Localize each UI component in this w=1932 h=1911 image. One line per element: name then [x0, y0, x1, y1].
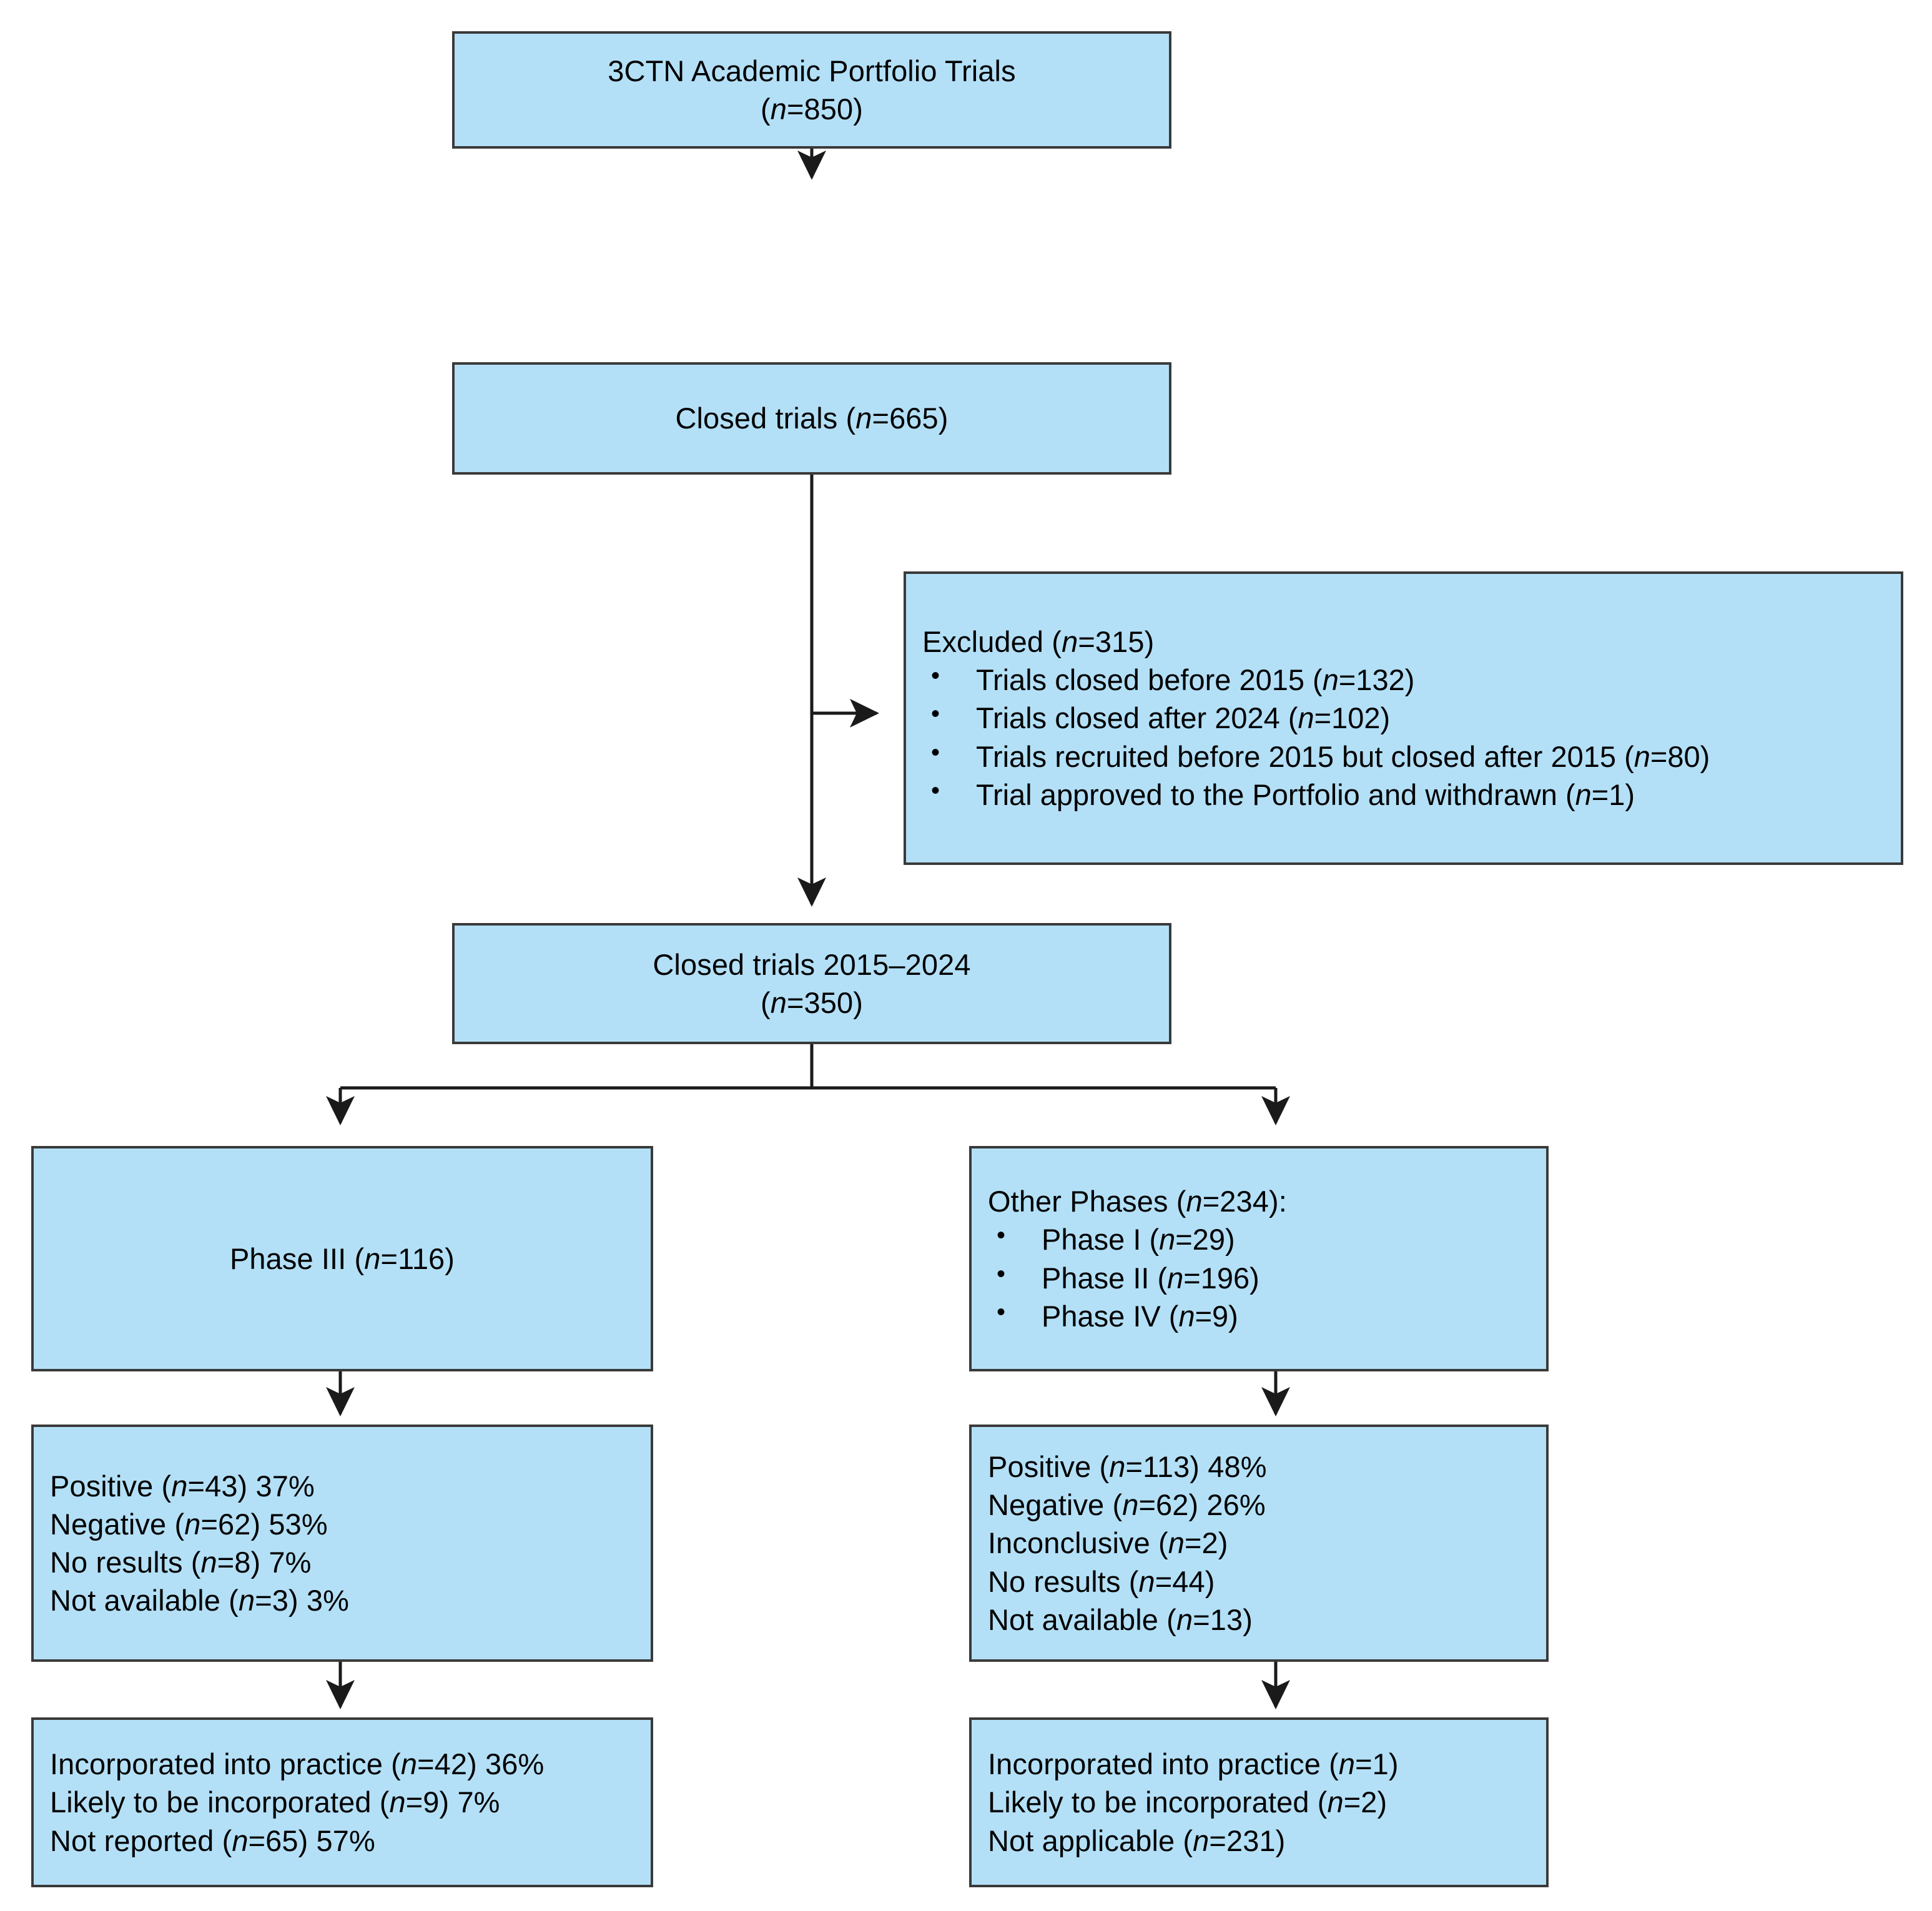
italic-n: n	[1138, 1564, 1155, 1598]
closed-trials-label: Closed trials (n=665)	[675, 402, 949, 435]
node-closed-trials[interactable]: Closed trials (n=665)	[452, 362, 1171, 475]
result-line: Not available (n=13)	[988, 1602, 1253, 1636]
uptake-line: Likely to be incorporated (n=2)	[988, 1785, 1387, 1819]
uptake-line: Not reported (n=65) 57%	[50, 1824, 375, 1857]
italic-n: n	[1322, 663, 1339, 697]
italic-n: n	[1109, 1450, 1126, 1484]
italic-n: n	[1327, 1785, 1344, 1819]
italic-n: n	[400, 1747, 418, 1781]
italic-n: n	[1159, 1223, 1176, 1257]
italic-n: n	[1178, 1299, 1195, 1333]
italic-n: n	[1176, 1602, 1193, 1636]
other-phases-bullet-list: Phase I (n=29) Phase II (n=196) Phase IV…	[972, 1219, 1259, 1335]
other-phases-heading: Other Phases (n=234):	[988, 1185, 1287, 1218]
italic-n: n	[855, 402, 872, 435]
list-item: Trials recruited before 2015 but closed …	[922, 736, 1710, 776]
list-item: Trials closed after 2024 (n=102)	[922, 698, 1710, 737]
list-item: Trials closed before 2015 (n=132)	[922, 659, 1710, 699]
phase-iii-label: Phase III (n=116)	[229, 1242, 455, 1275]
node-other-phases-uptake[interactable]: Incorporated into practice (n=1) Likely …	[969, 1717, 1549, 1887]
node-closed-trials-2015-2024[interactable]: Closed trials 2015–2024 (n=350)	[452, 923, 1171, 1044]
uptake-line: Incorporated into practice (n=42) 36%	[50, 1747, 545, 1781]
excluded-bullet-list: Trials closed before 2015 (n=132) Trials…	[906, 659, 1710, 814]
closed-window-line2: (n=350)	[760, 986, 864, 1019]
result-line: Positive (n=113) 48%	[988, 1450, 1267, 1484]
list-item: Phase II (n=196)	[988, 1257, 1259, 1297]
list-item: Phase I (n=29)	[988, 1219, 1259, 1258]
portfolio-trials-line1: 3CTN Academic Portfolio Trials	[608, 54, 1016, 87]
italic-n: n	[1167, 1261, 1184, 1295]
italic-n: n	[1168, 1526, 1185, 1560]
node-phase-iii-results[interactable]: Positive (n=43) 37% Negative (n=62) 53% …	[31, 1425, 653, 1662]
result-line: Inconclusive (n=2)	[988, 1526, 1228, 1560]
italic-n: n	[1634, 739, 1650, 773]
italic-n: n	[232, 1824, 249, 1857]
closed-window-line1: Closed trials 2015–2024	[653, 947, 971, 981]
excluded-heading: Excluded (n=315)	[922, 625, 1155, 659]
portfolio-trials-line2: (n=850)	[760, 92, 864, 126]
node-other-phases-results[interactable]: Positive (n=113) 48% Negative (n=62) 26%…	[969, 1425, 1549, 1662]
node-phase-iii[interactable]: Phase III (n=116)	[31, 1146, 653, 1371]
result-line: Not available (n=3) 3%	[50, 1584, 350, 1617]
node-excluded[interactable]: Excluded (n=315) Trials closed before 20…	[904, 571, 1903, 865]
italic-n: n	[1575, 778, 1592, 811]
node-phase-iii-uptake[interactable]: Incorporated into practice (n=42) 36% Li…	[31, 1717, 653, 1887]
italic-n: n	[364, 1242, 381, 1275]
italic-n: n	[1122, 1488, 1139, 1522]
result-line: No results (n=8) 7%	[50, 1546, 312, 1579]
italic-n: n	[389, 1785, 406, 1819]
italic-n: n	[770, 986, 787, 1019]
uptake-line: Likely to be incorporated (n=9) 7%	[50, 1785, 500, 1819]
italic-n: n	[171, 1469, 188, 1503]
uptake-line: Incorporated into practice (n=1)	[988, 1747, 1399, 1781]
italic-n: n	[1193, 1824, 1210, 1857]
italic-n: n	[770, 92, 787, 126]
result-line: Negative (n=62) 53%	[50, 1507, 328, 1541]
italic-n: n	[1186, 1185, 1203, 1218]
italic-n: n	[1338, 1747, 1356, 1781]
result-line: Negative (n=62) 26%	[988, 1488, 1266, 1522]
italic-n: n	[184, 1507, 201, 1541]
italic-n: n	[1298, 701, 1314, 735]
uptake-line: Not applicable (n=231)	[988, 1824, 1286, 1857]
result-line: No results (n=44)	[988, 1564, 1215, 1598]
node-portfolio-trials[interactable]: 3CTN Academic Portfolio Trials (n=850)	[452, 31, 1171, 149]
italic-n: n	[200, 1546, 217, 1579]
result-line: Positive (n=43) 37%	[50, 1469, 315, 1503]
list-item: Phase IV (n=9)	[988, 1296, 1259, 1335]
italic-n: n	[1062, 625, 1078, 659]
italic-n: n	[238, 1584, 255, 1617]
node-other-phases[interactable]: Other Phases (n=234): Phase I (n=29) Pha…	[969, 1146, 1549, 1371]
list-item: Trial approved to the Portfolio and with…	[922, 774, 1710, 814]
